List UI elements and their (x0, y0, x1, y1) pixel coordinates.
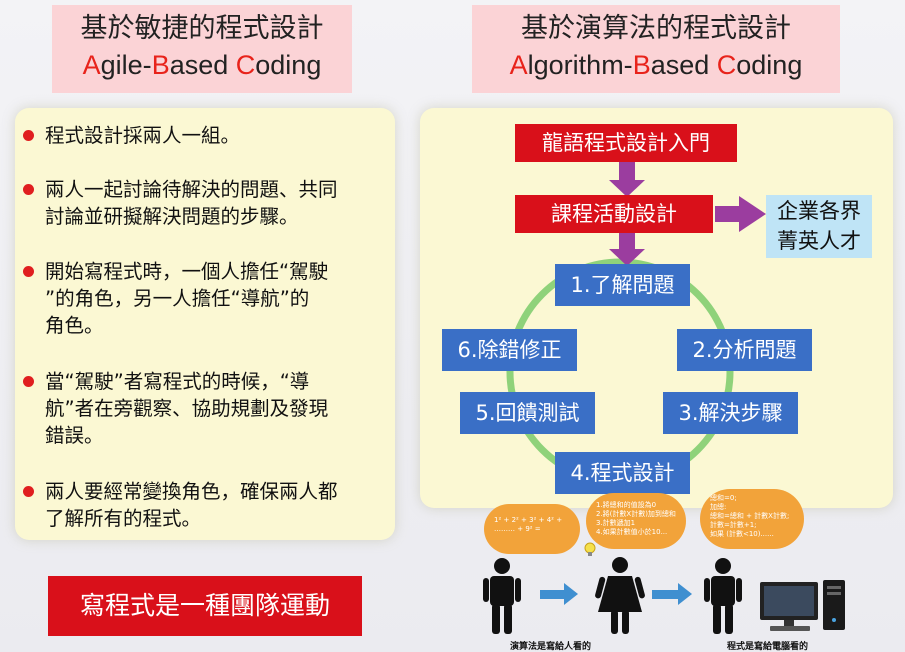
bubble-text: 如果 (計數<10)...... (710, 530, 774, 538)
bullet-text: 程式設計採兩人一組。 (45, 124, 241, 147)
algo-letter-b: B (632, 50, 651, 80)
algorithm-flow-panel (420, 108, 893, 508)
bullet-dot-icon (23, 486, 34, 497)
algo-text-c: oding (736, 50, 803, 80)
bubble-text: 總和=0; (710, 494, 737, 502)
caption-program-for-computers: 程式是寫給電腦看的 (727, 642, 809, 652)
bullet-text: 兩人要經常變換角色，確保兩人都 (45, 480, 338, 503)
agile-letter-c: C (235, 50, 256, 80)
bubble-text: 加總: (710, 503, 727, 511)
bubble-text: 4.如果計數值小於10... (596, 528, 668, 536)
down-arrow-icon (609, 233, 645, 266)
math-thought-bubble: 1² + 2² + 3² + 4² + ……… + 9² = (484, 504, 580, 554)
bullet-dot-icon (23, 376, 34, 387)
small-right-arrow-icon (540, 583, 578, 605)
bullet-text: 錯誤。 (45, 424, 104, 447)
agile-letter-a: A (82, 50, 101, 80)
algo-text-a: lgorithm- (527, 50, 633, 80)
bullet-item: 兩人要經常變換角色，確保兩人都 了解所有的程式。 (23, 478, 391, 532)
computer-icon (760, 580, 845, 631)
algorithm-title-zh: 基於演算法的程式設計 (521, 13, 791, 44)
agile-title-box: 基於敏捷的程式設計 Agile-Based Coding (52, 5, 352, 93)
algo-text-b: ased (650, 50, 717, 80)
course-intro-box: 龍語程式設計入門 (515, 124, 737, 162)
team-sport-label: 寫程式是一種團隊運動 (48, 576, 362, 636)
step-solve: 3.解決步驟 (663, 392, 798, 434)
agile-text-a: gile- (100, 50, 152, 80)
bullet-text: 航”者在旁觀察、協助規劃及發現 (45, 397, 329, 420)
algorithm-title-en: Algorithm-Based Coding (472, 47, 840, 83)
agile-title-en: Agile-Based Coding (52, 47, 352, 83)
agile-text-b: ased (169, 50, 236, 80)
algorithm-title-box: 基於演算法的程式設計 Algorithm-Based Coding (472, 5, 840, 93)
right-arrow-icon (715, 196, 766, 232)
bullet-dot-icon (23, 184, 34, 195)
step-feedback-test: 5.回饋測試 (460, 392, 595, 434)
step-analyze: 2.分析問題 (677, 329, 812, 371)
caption-algorithm-for-humans: 演算法是寫給人看的 (510, 642, 592, 652)
bullet-text: 討論並研擬解決問題的步驟。 (45, 205, 299, 228)
algo-letter-a: A (509, 50, 528, 80)
bullet-text: 兩人一起討論待解決的問題、共同 (45, 178, 338, 201)
bubble-text: 1² + 2² + 3² + 4² + (494, 516, 563, 524)
bubble-text: ……… + 9² = (494, 525, 541, 533)
small-right-arrow-icon (652, 583, 692, 605)
down-arrow-icon (609, 162, 645, 197)
bullet-dot-icon (23, 266, 34, 277)
bullet-text: 當“駕駛”者寫程式的時候，“導 (45, 370, 310, 393)
industry-talent-box: 企業各界 菁英人才 (766, 195, 872, 258)
step-debug: 6.除錯修正 (442, 329, 577, 371)
bubble-text: 計數=計數+1; (710, 521, 757, 529)
algorithm-thought-bubble: 1.將總和的值設為0 2.將(計數X計數)加到總和 3.計數遞加1 4.如果計數… (586, 493, 686, 549)
bubble-text: 3.計數遞加1 (596, 519, 636, 527)
agile-text-c: oding (255, 50, 322, 80)
bullet-item: 開始寫程式時，一個人擔任“駕駛 ”的角色，另一人擔任“導航”的 角色。 (23, 258, 391, 339)
algo-letter-c: C (716, 50, 737, 80)
bullet-text: ”的角色，另一人擔任“導航”的 (45, 287, 310, 310)
woman-person-icon (595, 557, 645, 634)
bullet-item: 程式設計採兩人一組。 (23, 122, 391, 149)
bullet-item: 兩人一起討論待解決的問題、共同 討論並研擬解決問題的步驟。 (23, 176, 391, 230)
bubble-text: 1.將總和的值設為0 (596, 501, 657, 509)
agile-title-zh: 基於敏捷的程式設計 (80, 13, 324, 44)
agile-letter-b: B (151, 50, 170, 80)
bullet-text: 角色。 (45, 314, 104, 337)
programmer-person-icon (704, 558, 742, 634)
man-person-icon (483, 558, 521, 634)
bullet-text: 開始寫程式時，一個人擔任“駕駛 (45, 260, 329, 283)
course-design-box: 課程活動設計 (515, 195, 713, 233)
bubble-text: 2.將(計數X計數)加到總和 (596, 510, 676, 518)
step-understand: 1.了解問題 (555, 264, 690, 306)
bullet-text: 了解所有的程式。 (45, 507, 202, 530)
talent-line: 菁英人才 (777, 229, 861, 253)
bullet-item: 當“駕駛”者寫程式的時候，“導 航”者在旁觀察、協助規劃及發現 錯誤。 (23, 368, 391, 449)
step-coding: 4.程式設計 (555, 452, 690, 494)
code-thought-bubble: 總和=0; 加總: 總和=總和 + 計數X計數; 計數=計數+1; 如果 (計數… (700, 489, 804, 549)
bubble-text: 總和=總和 + 計數X計數; (710, 512, 790, 520)
talent-line: 企業各界 (777, 199, 861, 223)
lightbulb-icon (584, 542, 596, 556)
bullet-dot-icon (23, 130, 34, 141)
agile-bullet-panel: 程式設計採兩人一組。 兩人一起討論待解決的問題、共同 討論並研擬解決問題的步驟。… (15, 108, 395, 540)
